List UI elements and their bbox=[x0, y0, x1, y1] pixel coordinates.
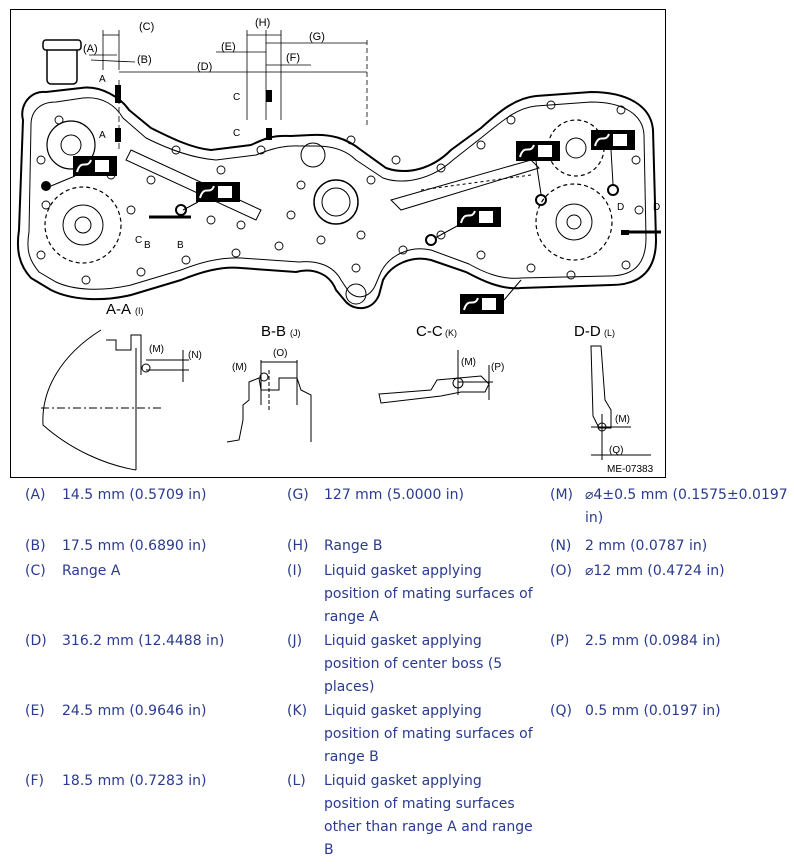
legend-value: Liquid gasket applying position of matin… bbox=[324, 773, 533, 858]
figure-id: ME-07383 bbox=[607, 464, 654, 475]
section-aa-ref: (I) bbox=[135, 306, 144, 316]
callout-e: (E) bbox=[221, 41, 236, 53]
legend-key: (E) bbox=[25, 703, 45, 719]
section-aa-title: A-A bbox=[106, 301, 131, 318]
marker-c-top: C bbox=[233, 92, 240, 103]
section-cc-title: C-C bbox=[416, 323, 443, 340]
legend-key: (G) bbox=[287, 487, 309, 503]
cc-callout-p: (P) bbox=[491, 362, 504, 373]
callout-g: (G) bbox=[309, 31, 325, 43]
section-bb-ref: (J) bbox=[290, 328, 301, 338]
dd-callout-q: (Q) bbox=[609, 445, 623, 456]
section-cc-ref: (K) bbox=[445, 328, 457, 338]
marker-a-top: A bbox=[99, 74, 106, 85]
section-aa-drawing bbox=[41, 329, 189, 471]
legend-key: (D) bbox=[25, 633, 47, 649]
legend-value: Liquid gasket applying position of cente… bbox=[324, 633, 503, 695]
chain-guide-left bbox=[125, 149, 262, 221]
liquid-gasket-icon bbox=[460, 279, 522, 314]
marker-c-left: C bbox=[135, 235, 142, 246]
sprocket-left-lower bbox=[44, 186, 122, 264]
legend-value: Liquid gasket applying position of matin… bbox=[324, 563, 533, 625]
bb-callout-o: (O) bbox=[273, 348, 287, 359]
legend-key: (F) bbox=[25, 773, 44, 789]
liquid-gasket-icon bbox=[182, 182, 240, 211]
legend-key: (K) bbox=[287, 703, 308, 719]
engine-cover-drawing: (C) (A) (B) (D) (H) (E) (G) (F) A A C C … bbox=[16, 17, 661, 475]
aa-callout-n: (N) bbox=[188, 350, 202, 361]
callout-b: (B) bbox=[137, 54, 152, 66]
legend-value: ⌀12 mm (0.4724 in) bbox=[585, 563, 725, 579]
cover-outline bbox=[16, 86, 658, 310]
legend-value: 18.5 mm (0.7283 in) bbox=[62, 773, 207, 789]
callout-d: (D) bbox=[197, 61, 212, 73]
legend-key: (L) bbox=[287, 773, 306, 789]
legend-key: (P) bbox=[550, 633, 570, 649]
section-bb-drawing bbox=[226, 360, 312, 443]
legend-key: (H) bbox=[287, 538, 309, 554]
section-dd-title: D-D bbox=[574, 323, 601, 340]
legend-key: (N) bbox=[550, 538, 572, 554]
liquid-gasket-icon bbox=[50, 156, 117, 187]
legend-value: Liquid gasket applying position of matin… bbox=[324, 703, 533, 765]
legend-key: (J) bbox=[287, 633, 303, 649]
section-dd-ref: (L) bbox=[604, 328, 615, 338]
legend-key: (A) bbox=[25, 487, 46, 503]
marker-b-left: B bbox=[144, 240, 151, 251]
callout-h: (H) bbox=[255, 17, 270, 29]
legend-value: 14.5 mm (0.5709 in) bbox=[62, 487, 207, 503]
marker-d-right: D bbox=[653, 202, 660, 213]
legend-key: (C) bbox=[25, 563, 46, 579]
section-cc-drawing bbox=[378, 350, 493, 404]
legend-value: Range A bbox=[62, 563, 121, 579]
aa-callout-m: (M) bbox=[149, 344, 164, 355]
legend-value: 2.5 mm (0.0984 in) bbox=[585, 633, 721, 649]
legend-value: ⌀4±0.5 mm (0.1575±0.0197 in) bbox=[585, 487, 788, 526]
legend-key: (I) bbox=[287, 563, 303, 579]
legend-key: (B) bbox=[25, 538, 46, 554]
section-bb-title: B-B bbox=[261, 323, 286, 340]
legend-value: 24.5 mm (0.9646 in) bbox=[62, 703, 207, 719]
legend-key: (O) bbox=[550, 563, 572, 579]
gasket-diagram: (C) (A) (B) (D) (H) (E) (G) (F) A A C C … bbox=[10, 9, 666, 478]
legend-value: 2 mm (0.0787 in) bbox=[585, 538, 708, 554]
legend-key: (Q) bbox=[550, 703, 572, 719]
liquid-gasket-icon bbox=[516, 141, 560, 195]
liquid-gasket-icon bbox=[434, 207, 501, 239]
legend-value: 17.5 mm (0.6890 in) bbox=[62, 538, 207, 554]
callout-f: (F) bbox=[286, 52, 300, 64]
legend-key: (M) bbox=[550, 487, 574, 503]
callout-a: (A) bbox=[83, 43, 98, 55]
legend-value: 127 mm (5.0000 in) bbox=[324, 487, 465, 503]
callout-c: (C) bbox=[139, 21, 154, 33]
sprocket-left-upper bbox=[46, 120, 96, 170]
bb-callout-m: (M) bbox=[232, 362, 247, 373]
cc-callout-m: (M) bbox=[461, 357, 476, 368]
marker-d-left: D bbox=[617, 202, 624, 213]
marker-a-bottom: A bbox=[99, 130, 106, 141]
liquid-gasket-icon bbox=[591, 130, 635, 185]
inner-outline bbox=[27, 97, 647, 298]
legend-value: Range B bbox=[324, 538, 383, 554]
legend-value: 0.5 mm (0.0197 in) bbox=[585, 703, 721, 719]
dd-callout-m: (M) bbox=[615, 414, 630, 425]
oil-pump bbox=[313, 179, 359, 225]
marker-c-bottom: C bbox=[233, 128, 240, 139]
marker-b-right: B bbox=[177, 240, 184, 251]
chain-guide-right bbox=[390, 159, 540, 211]
section-dd-drawing bbox=[590, 345, 651, 460]
sprocket-right-lower bbox=[535, 183, 613, 261]
legend-value: 316.2 mm (12.4488 in) bbox=[62, 633, 225, 649]
bolt-holes bbox=[36, 100, 644, 285]
